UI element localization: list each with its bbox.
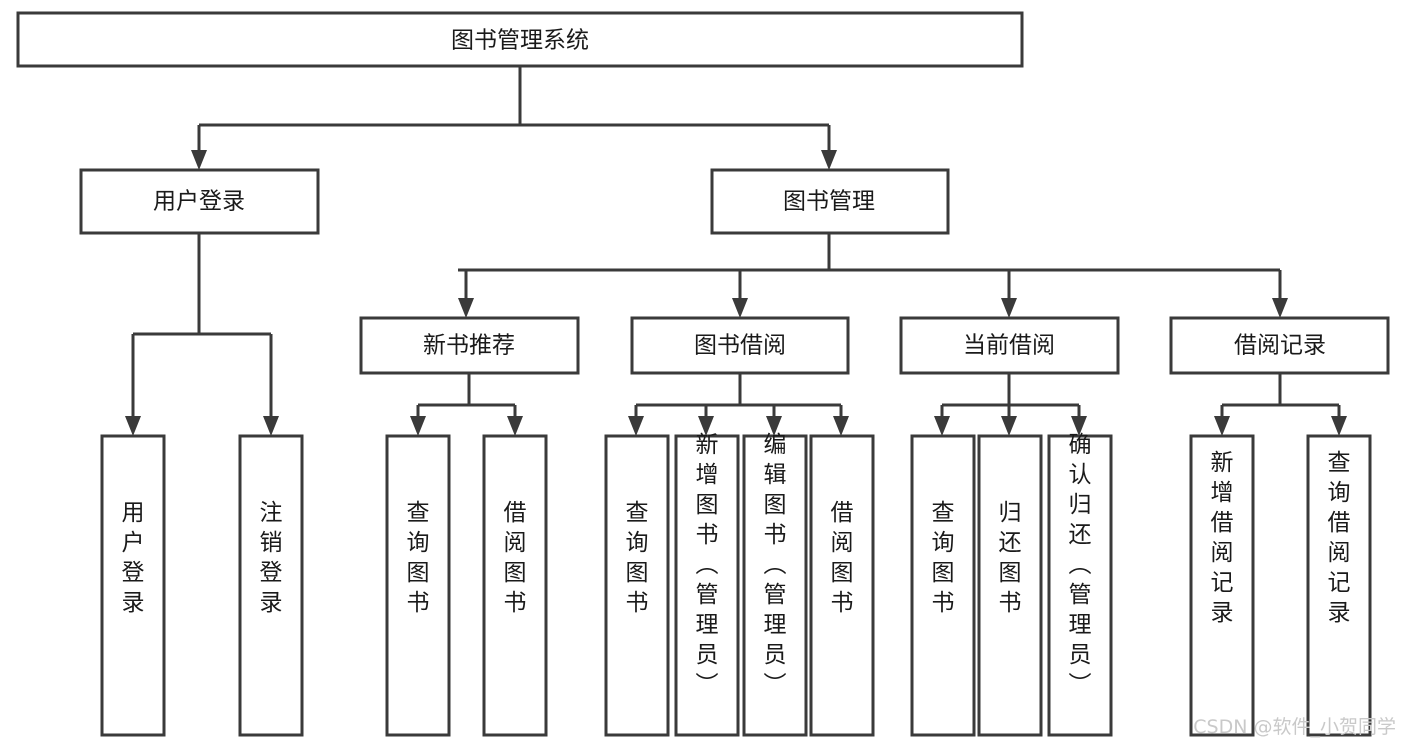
node-root-box[interactable] [16, 11, 1024, 68]
leaf-book-borrow-1-label: 查询图书 [626, 500, 649, 616]
leaf-book-borrow-4-box[interactable] [809, 434, 875, 737]
arrow-head-new-book-recommend [458, 298, 474, 318]
leaf-borrow-record-2-box[interactable] [1306, 434, 1372, 737]
csdn-watermark: CSDN @软件_小贺同学 [1193, 716, 1396, 738]
node-current-borrow[interactable]: 当前借阅 [899, 316, 1120, 375]
node-book-borrow[interactable]: 图书借阅 [630, 316, 850, 375]
arrow-head-borrow-record [1272, 298, 1288, 318]
arrow-head-leaf-current-borrow-1 [934, 416, 950, 436]
node-book-manage-box[interactable] [710, 168, 950, 235]
leaf-borrow-record-2[interactable]: 查询借阅记录 [1306, 434, 1372, 737]
arrow-head-leaf-user-login-1 [125, 416, 141, 436]
node-book-manage[interactable]: 图书管理 [710, 168, 950, 235]
leaf-current-borrow-1-box[interactable] [910, 434, 976, 737]
leaf-current-borrow-1-label: 查询图书 [932, 500, 955, 616]
leaf-borrow-record-1-box[interactable] [1189, 434, 1255, 737]
leaf-current-borrow-1[interactable]: 查询图书 [910, 434, 976, 737]
leaf-current-borrow-3-box[interactable] [1047, 434, 1113, 737]
arrow-head-leaf-borrow-record-2 [1331, 416, 1347, 436]
leaf-book-borrow-4[interactable]: 借阅图书 [809, 434, 875, 737]
leaf-user-login-1-box[interactable] [100, 434, 166, 737]
arrow-head-book-borrow [732, 298, 748, 318]
node-user-login-box[interactable] [79, 168, 320, 235]
arrow-head-book-manage [821, 150, 837, 170]
leaf-user-login-1[interactable]: 用户登录 [100, 434, 166, 737]
node-borrow-record[interactable]: 借阅记录 [1169, 316, 1390, 375]
leaf-book-borrow-3-box[interactable] [742, 434, 808, 737]
arrow-head-leaf-book-borrow-4 [833, 416, 849, 436]
leaf-book-borrow-4-label: 借阅图书 [831, 500, 854, 616]
leaf-user-login-2[interactable]: 注销登录 [238, 434, 304, 737]
node-current-borrow-box[interactable] [899, 316, 1120, 375]
leaf-book-borrow-3-label: 编辑图书︵管理员︶ [764, 432, 787, 698]
node-new-book-recommend[interactable]: 新书推荐 [359, 316, 580, 375]
arrow-head-leaf-borrow-record-1 [1214, 416, 1230, 436]
arrow-head-leaf-book-borrow-1 [628, 416, 644, 436]
node-root-label: 图书管理系统 [451, 28, 589, 54]
leaf-current-borrow-2-box[interactable] [977, 434, 1043, 737]
leaf-book-borrow-1-box[interactable] [604, 434, 670, 737]
node-new-book-recommend-box[interactable] [359, 316, 580, 375]
leaf-book-borrow-2[interactable]: 新增图书︵管理员︶ [674, 432, 740, 737]
arrow-head-leaf-new-book-1 [410, 416, 426, 436]
leaf-new-book-2[interactable]: 借阅图书 [482, 434, 548, 737]
leaf-user-login-2-box[interactable] [238, 434, 304, 737]
leaf-current-borrow-3[interactable]: 确认归还︵管理员︶ [1047, 432, 1113, 737]
leaf-borrow-record-1-label: 新增借阅记录 [1211, 450, 1234, 626]
leaf-current-borrow-2-label: 归还图书 [999, 500, 1022, 616]
leaf-book-borrow-1[interactable]: 查询图书 [604, 434, 670, 737]
leaf-user-login-1-label: 用户登录 [122, 500, 145, 616]
leaf-current-borrow-2[interactable]: 归还图书 [977, 434, 1043, 737]
arrow-head-leaf-new-book-2 [507, 416, 523, 436]
leaf-new-book-2-box[interactable] [482, 434, 548, 737]
node-book-manage-label: 图书管理 [783, 189, 875, 215]
leaf-current-borrow-3-label: 确认归还︵管理员︶ [1069, 432, 1092, 698]
arrow-head-current-borrow [1001, 298, 1017, 318]
node-user-login-label: 用户登录 [153, 189, 245, 215]
arrow-head-leaf-current-borrow-2 [1001, 416, 1017, 436]
node-root[interactable]: 图书管理系统 [16, 11, 1024, 68]
leaf-book-borrow-2-label: 新增图书︵管理员︶ [696, 432, 719, 698]
arrow-head-user-login [191, 150, 207, 170]
node-current-borrow-label: 当前借阅 [963, 333, 1055, 359]
arrow-head-leaf-book-borrow-2 [698, 416, 714, 436]
node-user-login[interactable]: 用户登录 [79, 168, 320, 235]
node-new-book-recommend-label: 新书推荐 [423, 333, 515, 359]
leaf-new-book-1[interactable]: 查询图书 [385, 434, 451, 737]
leaf-book-borrow-2-box[interactable] [674, 434, 740, 737]
arrow-head-leaf-user-login-2 [263, 416, 279, 436]
node-borrow-record-box[interactable] [1169, 316, 1390, 375]
leaf-book-borrow-3[interactable]: 编辑图书︵管理员︶ [742, 432, 808, 737]
leaf-borrow-record-1[interactable]: 新增借阅记录 [1189, 434, 1255, 737]
node-borrow-record-label: 借阅记录 [1234, 333, 1326, 359]
node-book-borrow-box[interactable] [630, 316, 850, 375]
leaf-borrow-record-2-label: 查询借阅记录 [1328, 450, 1351, 626]
leaf-new-book-1-label: 查询图书 [407, 500, 430, 616]
arrow-head-leaf-book-borrow-3 [766, 416, 782, 436]
leaf-new-book-1-box[interactable] [385, 434, 451, 737]
leaf-user-login-2-label: 注销登录 [260, 500, 283, 616]
leaf-new-book-2-label: 借阅图书 [504, 500, 527, 616]
connector-layer [125, 66, 1347, 436]
arrow-head-leaf-current-borrow-3 [1071, 416, 1087, 436]
node-book-borrow-label: 图书借阅 [694, 333, 786, 359]
